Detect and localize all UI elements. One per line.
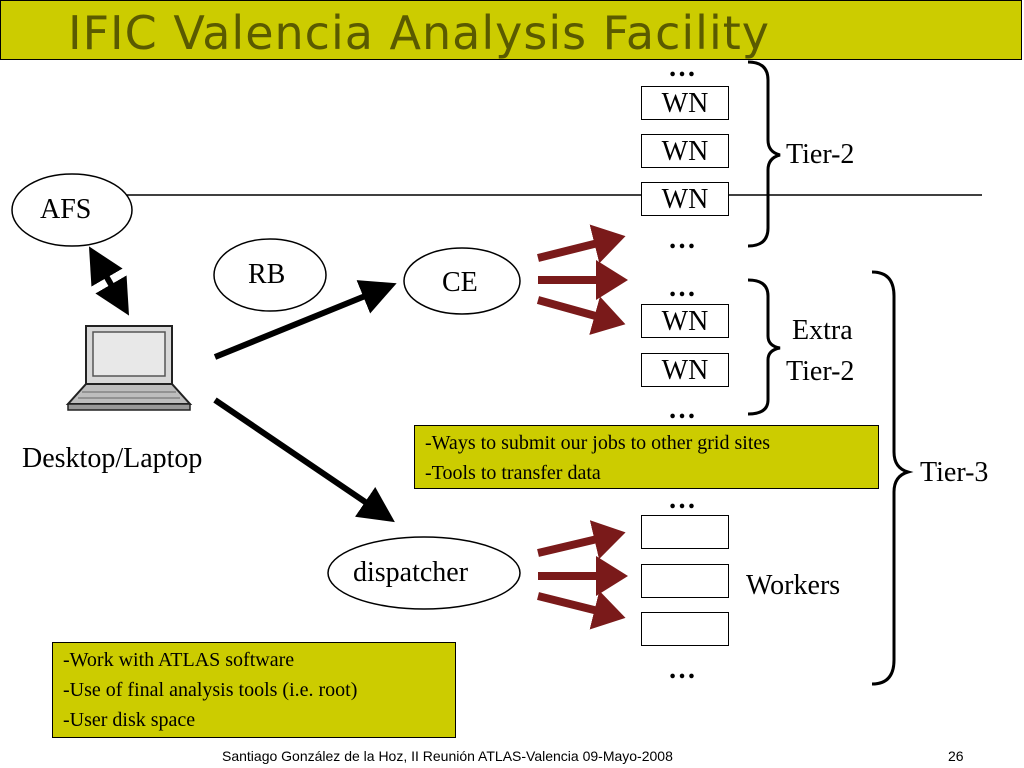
tier2-label: Tier-2 xyxy=(786,139,855,170)
afs-label: AFS xyxy=(40,194,92,225)
local-note-line: -Use of final analysis tools (i.e. root) xyxy=(63,679,358,701)
grid-note-line: -Ways to submit our jobs to other grid s… xyxy=(425,432,771,454)
ce-arrow-up xyxy=(537,224,626,264)
ce-arrow-down xyxy=(536,296,626,335)
dispatcher-ellipse xyxy=(327,536,521,610)
worker-box xyxy=(641,564,729,598)
workers-ellipsis-top: … xyxy=(668,484,697,515)
dispatcher-arrow-down xyxy=(537,590,626,630)
local-note-line: -User disk space xyxy=(63,709,196,731)
extra-tier2-label-line1: Extra xyxy=(792,315,853,346)
tier2-worker-node: WN xyxy=(641,182,729,216)
grid-note-line: -Tools to transfer data xyxy=(425,462,601,484)
workers-ellipsis-bottom: … xyxy=(668,654,697,685)
extra-tier2-worker-node: WN xyxy=(641,304,729,338)
local-notes-box: -Work with ATLAS software -Use of final … xyxy=(52,642,456,738)
laptop-icon xyxy=(65,325,193,411)
dispatcher-label: dispatcher xyxy=(353,557,469,588)
afs-ellipse xyxy=(11,173,133,247)
laptop-to-dispatcher-arrow xyxy=(213,397,395,523)
ce-label: CE xyxy=(442,267,478,298)
extra-tier2-brace xyxy=(747,278,781,416)
tier3-brace xyxy=(871,270,914,686)
tier3-label: Tier-3 xyxy=(920,457,989,488)
dispatcher-arrow-up xyxy=(537,520,626,560)
afs-laptop-arrow xyxy=(88,246,130,316)
tier2-ellipsis-bottom: … xyxy=(668,224,697,255)
ce-ellipse xyxy=(403,247,521,315)
page-number: 26 xyxy=(948,748,964,764)
footer-credit: Santiago González de la Hoz, II Reunión … xyxy=(222,748,673,764)
desktop-laptop-label: Desktop/Laptop xyxy=(22,443,203,474)
tier2-brace xyxy=(747,60,781,248)
extra-tier2-label-line2: Tier-2 xyxy=(786,356,855,387)
worker-box xyxy=(641,612,729,646)
worker-box xyxy=(641,515,729,549)
rb-ellipse xyxy=(213,238,327,312)
rb-label: RB xyxy=(248,259,286,290)
local-note-line: -Work with ATLAS software xyxy=(63,649,295,671)
title-bar xyxy=(0,0,1022,60)
grid-notes-box: -Ways to submit our jobs to other grid s… xyxy=(414,425,879,489)
laptop-to-ce-arrow xyxy=(213,280,397,360)
extra-tier2-ellipsis-top: … xyxy=(668,272,697,303)
tier2-worker-node: WN xyxy=(641,86,729,120)
extra-tier2-ellipsis-bottom: … xyxy=(668,394,697,425)
workers-label: Workers xyxy=(746,570,841,601)
tier2-worker-node: WN xyxy=(641,134,729,168)
page-title: IFIC Valencia Analysis Facility xyxy=(68,6,770,60)
tier2-ellipsis-top: … xyxy=(668,52,697,83)
extra-tier2-worker-node: WN xyxy=(641,353,729,387)
